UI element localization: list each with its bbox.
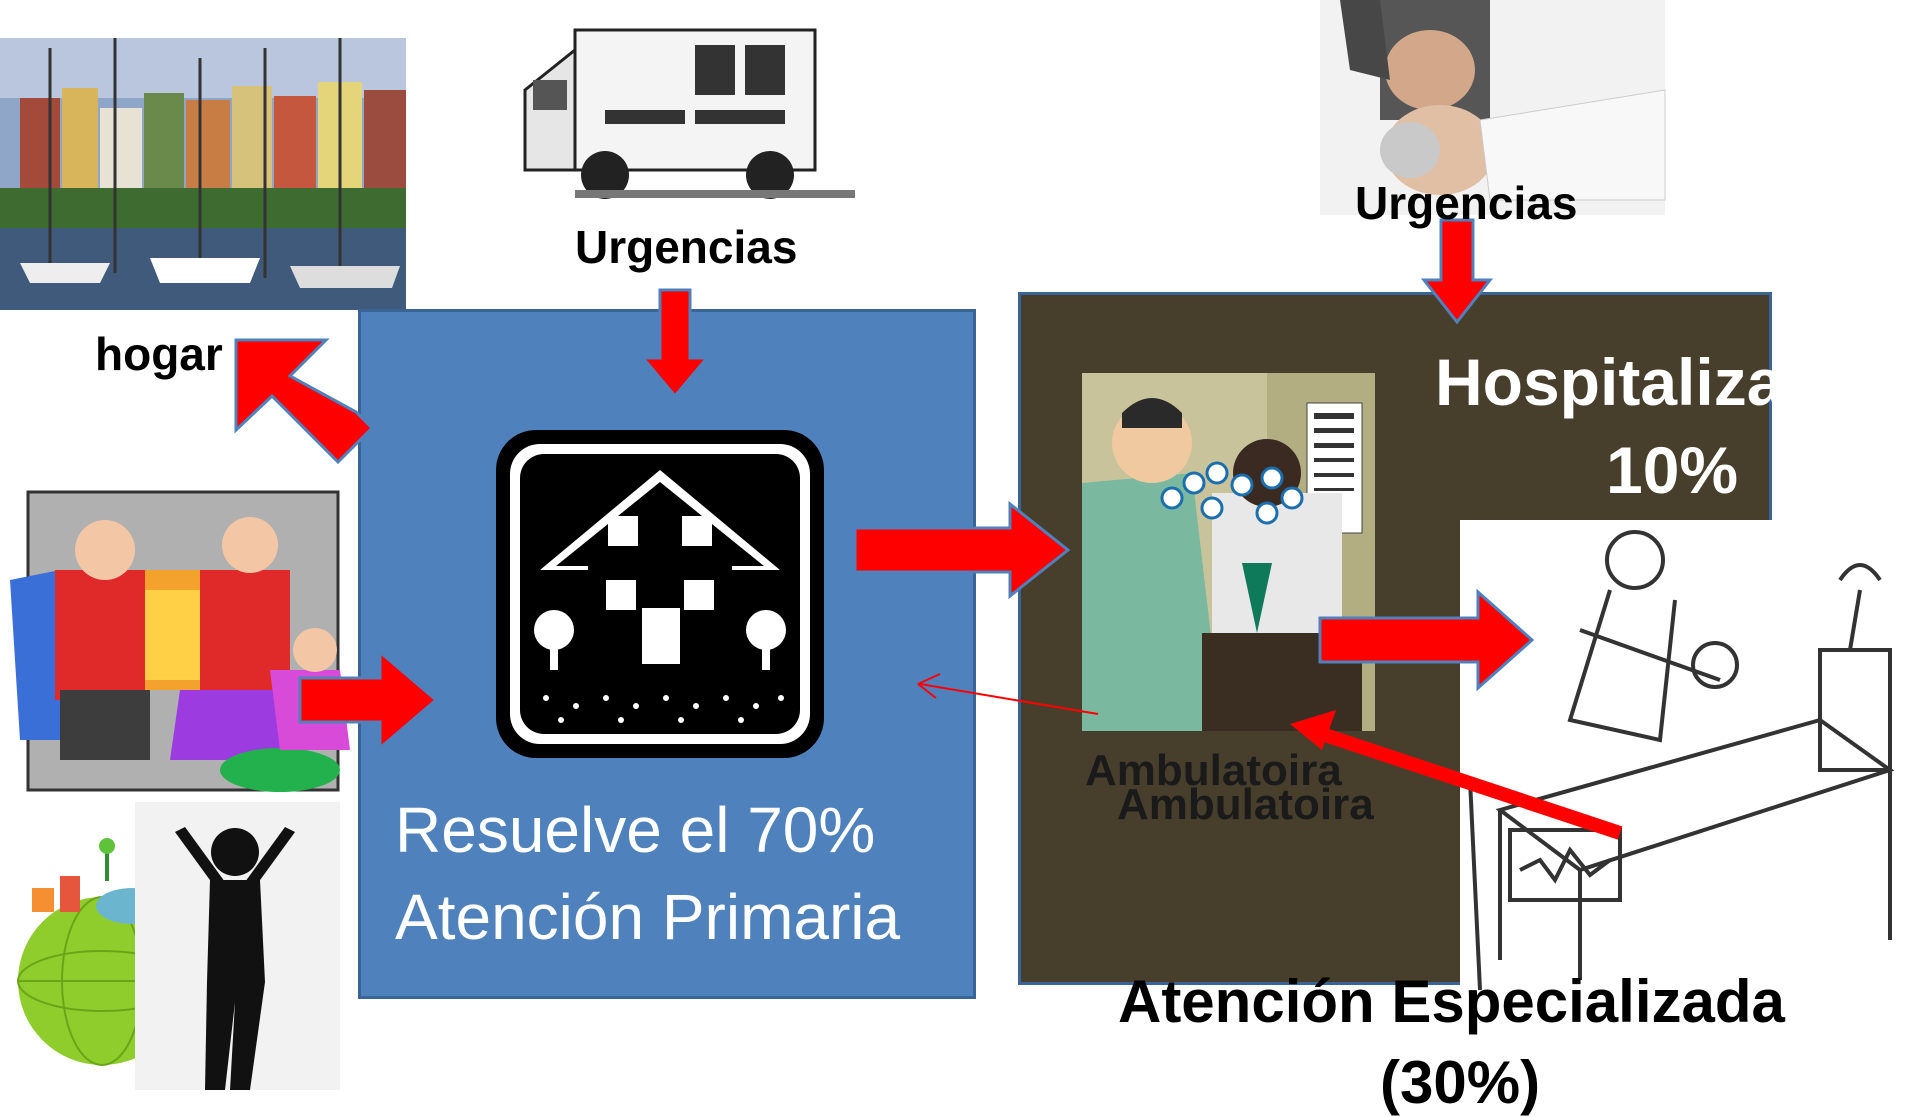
arrow-return-to-primary (919, 683, 1099, 715)
arrow-urgencias-to-hospital (1420, 218, 1494, 325)
cpr-rescuer-icon (1320, 0, 1666, 215)
especializada-percent-label: (30%) (1380, 1049, 1541, 1116)
arrow-primary-to-specialized (853, 500, 1071, 600)
eye-doctor-icon (1082, 373, 1375, 731)
arrow-hospital-to-ambulatory (1307, 723, 1623, 840)
arrows-layer (234, 218, 1623, 840)
arrow-ambulatory-to-hospital (1318, 588, 1535, 692)
harbor-photo-icon (0, 38, 406, 310)
arrow-primary-to-hogar (234, 338, 375, 465)
arrow-urgencias-to-primary (639, 288, 711, 399)
person-silhouette-icon (135, 802, 340, 1090)
urgencias-right-label: Urgencias (1355, 177, 1578, 229)
hospitaliza-label: Hospitaliza (1435, 345, 1784, 419)
hogar-label: hogar (95, 328, 223, 380)
atencion-primaria-label: Atención Primaria (395, 881, 901, 953)
ambulatoira-label-1: Ambulatoira (1085, 746, 1342, 795)
atencion-especializada-label: Atención Especializada (1118, 968, 1785, 1035)
arrow-family-to-primary (298, 648, 439, 752)
family-fireplace-icon (10, 490, 350, 792)
house-icon (496, 430, 824, 758)
ambulatoira-label-2: Ambulatoira (1117, 780, 1374, 829)
hospital-percent-label: 10% (1606, 433, 1739, 507)
hospital-bed-icon (1460, 520, 1915, 991)
resuelve-label: Resuelve el 70% (395, 794, 876, 866)
urgencias-left-label: Urgencias (575, 221, 798, 273)
ambulance-icon (523, 28, 855, 199)
